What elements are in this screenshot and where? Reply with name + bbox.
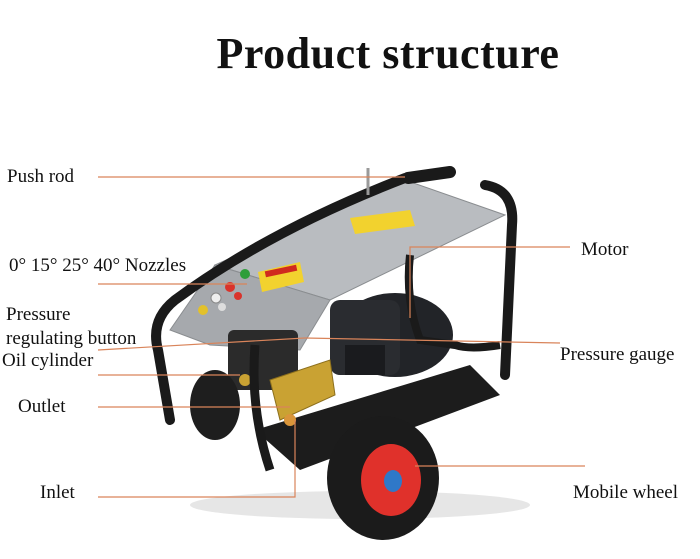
label-motor: Motor [581, 239, 629, 260]
rear-wheel [190, 370, 240, 440]
motor-junction-box [345, 345, 385, 375]
leader-lines [97, 176, 585, 498]
label-oil-cylinder: Oil cylinder [2, 350, 94, 371]
label-outlet: Outlet [18, 396, 66, 417]
nozzle-yellow [198, 305, 208, 315]
warning-stripe [264, 264, 298, 278]
nozzle-white [210, 292, 222, 304]
label-pressure-regulating-button-line2: regulating button [6, 328, 137, 349]
nozzle-red-2 [234, 292, 242, 300]
label-pressure-gauge: Pressure gauge [560, 344, 675, 365]
leader-motor [409, 246, 570, 318]
rear-frame [480, 180, 518, 380]
leader-pressure-button [97, 337, 306, 351]
inlet-fitting [284, 414, 296, 426]
lower-frame [249, 344, 275, 472]
leader-pressure-gauge [304, 337, 561, 344]
label-mobile-wheel: Mobile wheel [573, 482, 679, 503]
leader-inlet [98, 420, 296, 498]
label-pressure-regulating-button-line1: Pressure [6, 304, 71, 325]
warning-label-top [350, 210, 415, 234]
label-nozzles: 0° 15° 25° 40° Nozzles [9, 255, 187, 276]
nozzle-green [240, 269, 250, 279]
push-rod-handle [402, 166, 456, 184]
label-push-rod: Push rod [7, 166, 75, 187]
nozzle-gray [218, 303, 226, 311]
hub-center [384, 470, 402, 492]
page-title: Product structure [216, 29, 560, 78]
front-frame [151, 173, 410, 425]
label-inlet: Inlet [40, 482, 75, 503]
outlet-fitting [239, 374, 251, 386]
